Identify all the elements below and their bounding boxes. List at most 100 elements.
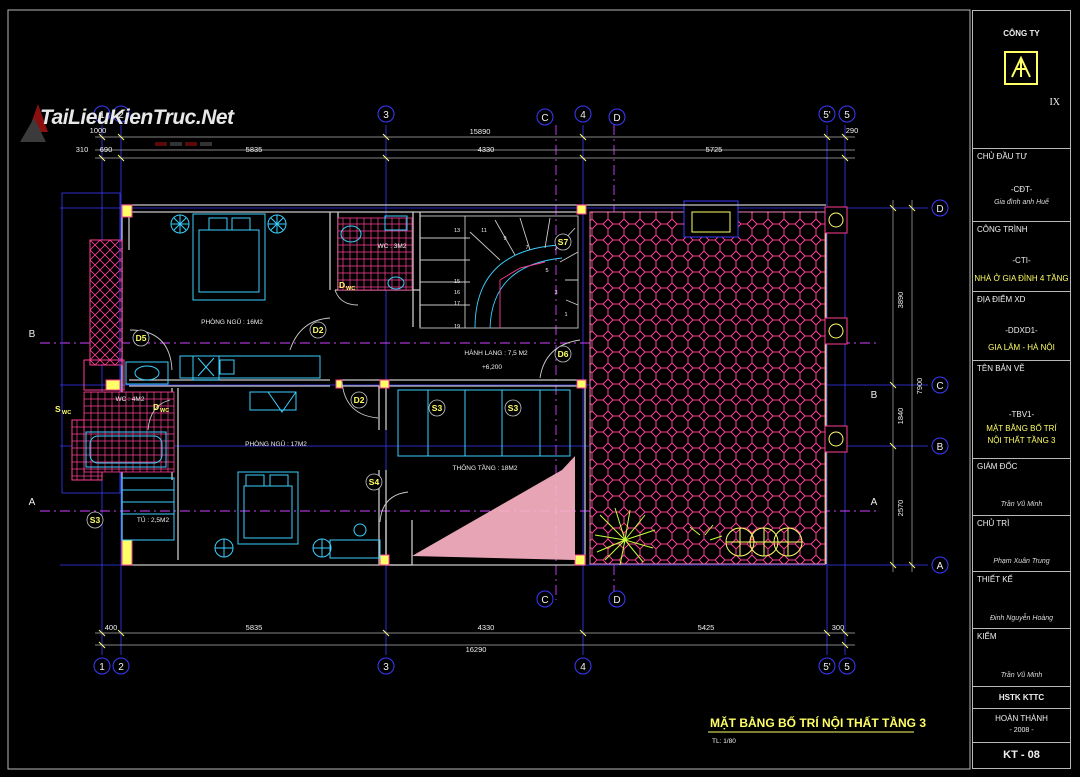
tb-sheet-label: TÊN BẢN VẼ — [977, 364, 1025, 373]
tb-done-label: HOÀN THÀNH — [995, 714, 1048, 723]
dim-total-top: 15890 — [470, 127, 491, 136]
stair-no: 17 — [454, 301, 460, 307]
watermark-logo — [20, 104, 212, 146]
tb-designer-name: Đinh Nguyễn Hoàng — [989, 615, 1054, 622]
tag-s3-c: S3 — [90, 515, 101, 525]
company-logo-icon — [1004, 51, 1038, 85]
room-closet: TỦ : 2,5M2 — [137, 515, 170, 524]
tag-s4: S4 — [369, 477, 380, 487]
tb-lead: CHỦ TRÌ Phạm Xuân Trung — [973, 516, 1070, 572]
axis-labels: 1 2 3 C 4 D 5' 5 1 2 3 C 4 D 5' 5 D C B … — [29, 110, 944, 673]
stair-no: 1 — [564, 312, 567, 318]
tb-checker-name: Trần Vũ Minh — [1000, 672, 1043, 679]
tb-lead-label: CHỦ TRÌ — [977, 519, 1010, 528]
axis-right-d: D — [936, 204, 943, 215]
axis-top-2: 2 — [118, 110, 124, 121]
drawing-title-block: MẶT BẰNG BỐ TRÍ NỘI THẤT TẦNG 3 TL: 1/80 — [708, 715, 926, 745]
plants — [594, 507, 803, 566]
tag-d2-a: D2 — [313, 325, 324, 335]
dim-d3: 2570 — [896, 500, 905, 517]
stair-no: 15 — [454, 279, 460, 285]
axis-left-b: B — [29, 329, 36, 340]
tb-sheet-no-text: KT - 08 — [1003, 749, 1040, 761]
tb-owner-code: -CĐT- — [1010, 185, 1033, 194]
stair-no: 3 — [554, 290, 557, 296]
axis-top-3: 3 — [383, 110, 389, 121]
tb-sheet-name-2: NỘI THẤT TẦNG 3 — [987, 436, 1056, 445]
tag-dwc-b-sub: WC — [160, 408, 169, 414]
room-bed2: PHÒNG NGỦ : 17M2 — [245, 439, 307, 448]
axis-top-5: 5 — [844, 110, 850, 121]
tb-project-name: NHÀ Ở GIA ĐÌNH 4 TẦNG — [974, 274, 1069, 283]
tag-dwc-a: D — [339, 280, 345, 290]
tb-site-label: ĐỊA ĐIỂM XD — [977, 295, 1026, 304]
tb-std-text: HSTK KTTC — [998, 693, 1045, 702]
axis-right-a: A — [937, 561, 944, 572]
axis-top-1: 1 — [99, 110, 105, 121]
tb-checker: KIỂM Trần Vũ Minh — [973, 629, 1070, 687]
wc-tiles — [83, 217, 413, 473]
stair-no: 5 — [545, 268, 548, 274]
dim-total-right: 7900 — [915, 378, 924, 395]
tag-d6: D6 — [558, 349, 569, 359]
dim-d2: 1840 — [896, 408, 905, 425]
axis-bottom-5: 5 — [844, 662, 850, 673]
dim-a-top: 310 — [76, 145, 89, 154]
stair-no: 16 — [454, 290, 460, 296]
tb-project: CÔNG TRÌNH -CTI- NHÀ Ở GIA ĐÌNH 4 TẦNG — [973, 222, 1070, 292]
room-bed1: PHÒNG NGỦ : 16M2 — [201, 317, 263, 326]
room-wc2: WC : 4M2 — [116, 396, 145, 403]
tb-sheet-no: KT - 08 — [973, 743, 1070, 768]
tb-director-name: Trần Vũ Minh — [1000, 501, 1043, 508]
dim-s3-bottom: 5425 — [698, 623, 715, 632]
tb-lead-name: Phạm Xuân Trung — [993, 558, 1050, 565]
axis-top-5p: 5' — [823, 110, 831, 121]
void-area — [412, 456, 575, 560]
tag-d2-b: D2 — [354, 395, 365, 405]
axis-right-c: C — [936, 381, 943, 392]
dim-left-small: 1000 — [90, 126, 107, 135]
axis-top-d: D — [613, 113, 620, 124]
tb-director: GIÁM ĐỐC Trần Vũ Minh — [973, 459, 1070, 516]
stair-no: 7 — [525, 245, 528, 251]
wc-door-tags: D WC S WC D WC — [55, 280, 355, 416]
stair-no: 19 — [454, 324, 460, 330]
tb-owner: CHỦ ĐẦU TƯ -CĐT- Gia đình anh Huế — [973, 149, 1070, 222]
axis-left-a: A — [29, 497, 36, 508]
tag-d5: D5 — [136, 333, 147, 343]
doors — [129, 289, 581, 523]
room-labels: PHÒNG NGỦ : 16M2 WC : 3M2 HÀNH LANG : 7,… — [116, 243, 528, 524]
dim-right-small: 290 — [846, 126, 859, 135]
tb-project-code: -CTI- — [1012, 256, 1031, 265]
tag-s3-b: S3 — [508, 403, 519, 413]
tb-done: HOÀN THÀNH - 2008 - — [973, 709, 1070, 743]
tb-owner-label: CHỦ ĐẦU TƯ — [977, 152, 1028, 161]
axis-bottom-c: C — [541, 595, 548, 606]
tag-swc: S — [55, 404, 61, 414]
axis-bottom-4: 4 — [580, 662, 586, 673]
axis-bottom-5p: 5' — [823, 662, 831, 673]
axis-bottom-2: 2 — [118, 662, 124, 673]
tb-director-label: GIÁM ĐỐC — [977, 462, 1018, 471]
drawing-title: MẶT BẰNG BỐ TRÍ NỘI THẤT TẦNG 3 — [710, 715, 926, 730]
tb-company-code: IX — [1049, 97, 1060, 108]
tiled-terrace — [589, 200, 827, 565]
furniture — [85, 213, 571, 559]
axis-right-b: B — [937, 442, 944, 453]
dim-total-bottom: 16290 — [466, 645, 487, 654]
staircase — [419, 215, 579, 329]
tag-swc-sub: WC — [62, 410, 71, 416]
tb-designer: THIẾT KẾ Đinh Nguyễn Hoàng — [973, 572, 1070, 629]
axis-bottom-1: 1 — [99, 662, 105, 673]
tag-dwc-a-sub: WC — [346, 286, 355, 292]
tb-site-code: -DDXD1- — [1005, 326, 1038, 335]
tag-dwc-b: D — [153, 402, 159, 412]
tag-s7: S7 — [558, 237, 569, 247]
stair-no: 11 — [481, 228, 487, 234]
stair-no: 9 — [503, 236, 506, 242]
tb-checker-label: KIỂM — [977, 632, 997, 641]
grid-bubbles — [93, 105, 949, 675]
tb-owner-name: Gia đình anh Huế — [994, 199, 1049, 206]
dim-s1-bottom: 5835 — [246, 623, 263, 632]
axis-top-4: 4 — [580, 110, 586, 121]
